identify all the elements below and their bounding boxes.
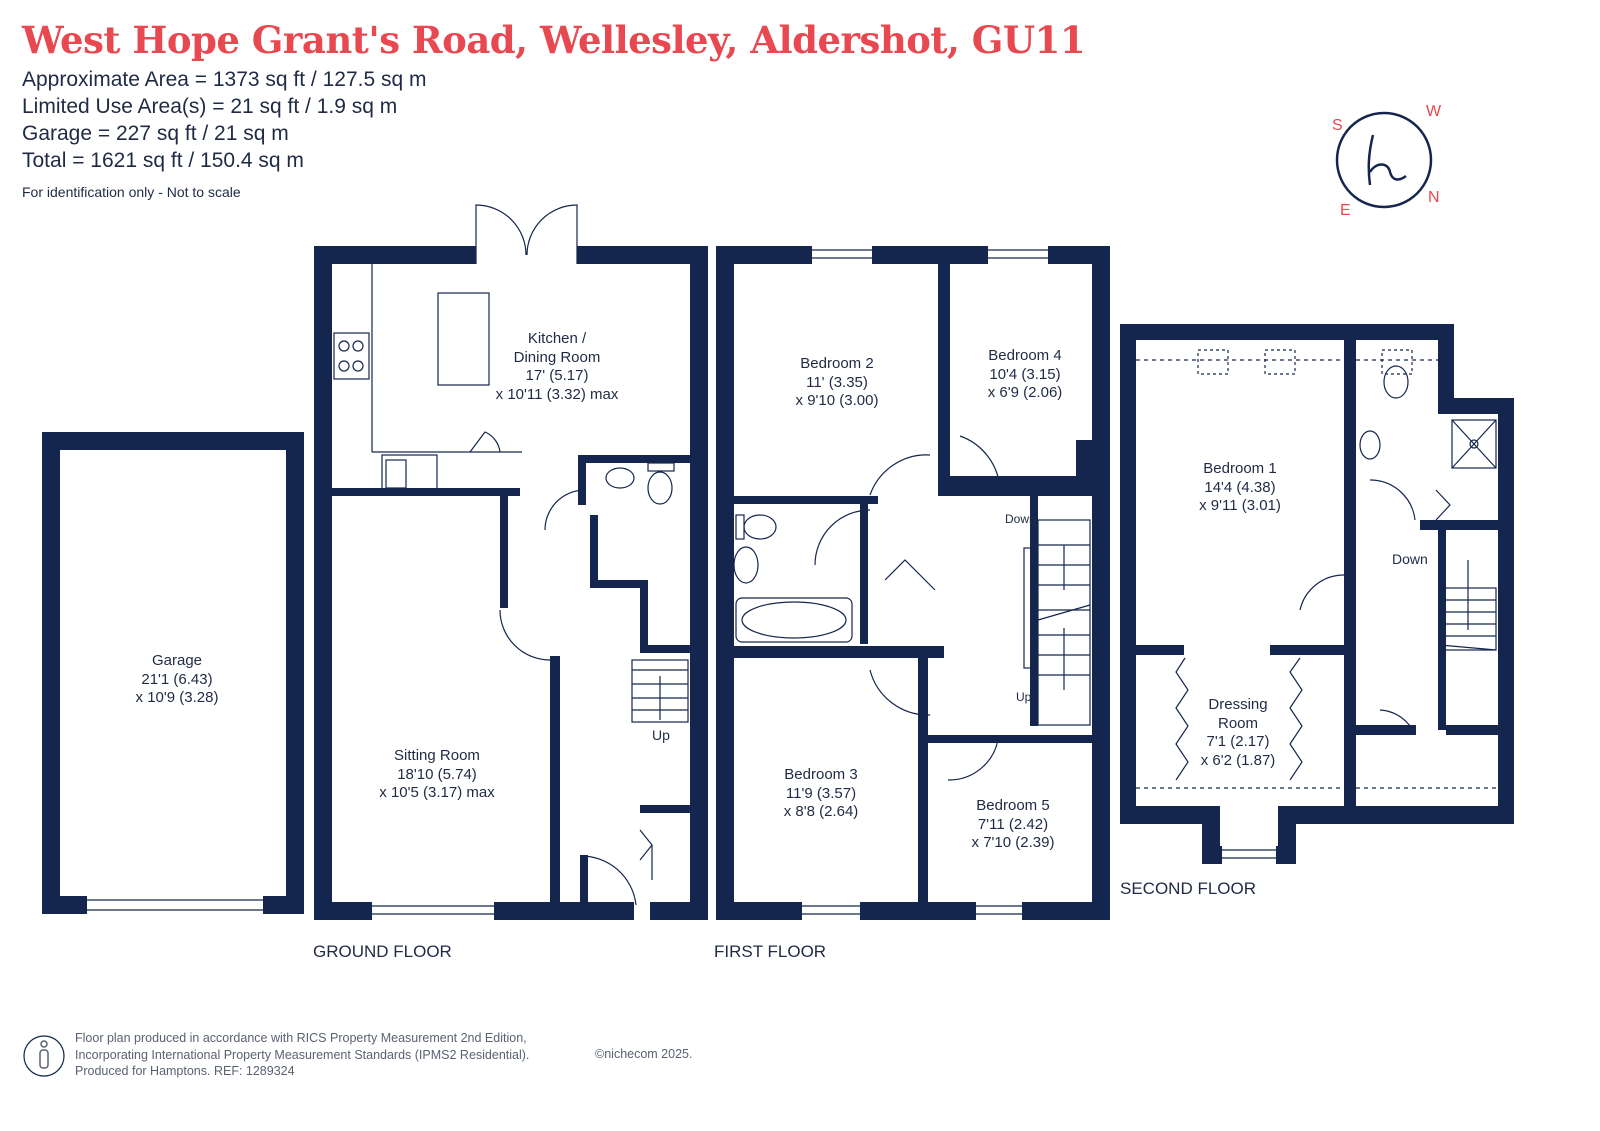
disclaimer: For identification only - Not to scale bbox=[22, 184, 241, 200]
first-stairs-up-label: Up bbox=[1016, 690, 1032, 704]
room-dim: x 10'11 (3.32) max bbox=[495, 385, 619, 403]
room-dim: 21'1 (6.43) bbox=[141, 670, 213, 688]
compass-s: S bbox=[1332, 117, 1343, 134]
footer-line-1: Floor plan produced in accordance with R… bbox=[75, 1031, 527, 1045]
room-name: Bedroom 5 bbox=[976, 797, 1050, 814]
room-dim: x 10'9 (3.28) bbox=[135, 689, 219, 706]
room-name: Bedroom 1 bbox=[1203, 460, 1277, 477]
room-dim: 11' (3.35) bbox=[806, 373, 868, 391]
room-dim: 7'1 (2.17) bbox=[1206, 733, 1270, 750]
ground-stairs-up-label: Up bbox=[652, 727, 670, 743]
area-summary: Approximate Area = 1373 sq ft / 127.5 sq… bbox=[22, 66, 427, 174]
room-name: Bedroom 4 bbox=[988, 347, 1062, 364]
room-name: Dining Room bbox=[513, 348, 601, 366]
garage-area: Garage = 227 sq ft / 21 sq m bbox=[22, 122, 289, 145]
room-dim: 10'4 (3.15) bbox=[989, 365, 1061, 383]
room-dim: 11'9 (3.57) bbox=[785, 784, 857, 802]
room-name: Bedroom 2 bbox=[800, 355, 874, 372]
room-dim: x 9'10 (3.00) bbox=[795, 392, 879, 409]
room-name: Bedroom 3 bbox=[784, 766, 858, 783]
approximate-area: Approximate Area = 1373 sq ft / 127.5 sq… bbox=[22, 68, 427, 91]
room-sitting: Sitting Room 18'10 (5.74) x 10'5 (3.17) … bbox=[379, 747, 494, 803]
total-area: Total = 1621 sq ft / 150.4 sq m bbox=[22, 149, 304, 172]
first-floor-label: FIRST FLOOR bbox=[714, 942, 827, 961]
room-bedroom-3: Bedroom 3 11'9 (3.57) x 8'8 (2.64) bbox=[784, 766, 859, 822]
footer-line-3: Produced for Hamptons. REF: 1289324 bbox=[75, 1064, 295, 1078]
room-dim: x 10'5 (3.17) max bbox=[379, 784, 495, 801]
ground-floor-label: GROUND FLOOR bbox=[313, 942, 452, 961]
room-bedroom-1: Bedroom 1 14'4 (4.38) x 9'11 (3.01) bbox=[1199, 460, 1281, 516]
footer-line-2: Incorporating International Property Mea… bbox=[75, 1047, 530, 1062]
room-bedroom-5: Bedroom 5 7'11 (2.42) x 7'10 (2.39) bbox=[972, 797, 1055, 853]
room-dim: x 6'2 (1.87) bbox=[1200, 751, 1276, 769]
room-dim: 17' (5.17) bbox=[525, 367, 589, 384]
room-dim: 7'11 (2.42) bbox=[977, 815, 1049, 833]
room-bedroom-4: Bedroom 4 10'4 (3.15) x 6'9 (2.06) bbox=[988, 347, 1063, 403]
second-floor-label: SECOND FLOOR bbox=[1120, 879, 1257, 898]
compass-w: W bbox=[1426, 103, 1442, 120]
footer: Floor plan produced in accordance with R… bbox=[75, 1030, 692, 1080]
fixtures bbox=[23, 204, 1498, 1077]
room-bedroom-2: Bedroom 2 11' (3.35) x 9'10 (3.00) bbox=[796, 355, 879, 411]
room-dim: x 8'8 (2.64) bbox=[783, 803, 859, 820]
compass-n: N bbox=[1428, 189, 1440, 206]
second-stairs-down-label: Down bbox=[1392, 551, 1428, 567]
room-name: Sitting Room bbox=[394, 747, 480, 764]
room-dim: 18'10 (5.74) bbox=[397, 765, 477, 783]
walls bbox=[42, 246, 1514, 920]
room-garage: Garage 21'1 (6.43) x 10'9 (3.28) bbox=[136, 652, 219, 708]
room-dim: x 6'9 (2.06) bbox=[987, 384, 1063, 401]
compass-logo-icon: S W N E bbox=[1332, 103, 1442, 219]
room-name: Garage bbox=[151, 652, 203, 669]
room-dim: x 7'10 (2.39) bbox=[971, 834, 1055, 851]
property-title: West Hope Grant's Road, Wellesley, Alder… bbox=[22, 18, 1086, 62]
room-name: Kitchen / bbox=[527, 330, 587, 347]
copyright: ©nichecom 2025. bbox=[595, 1047, 693, 1061]
person-icon bbox=[39, 1040, 49, 1069]
compass-e: E bbox=[1340, 202, 1351, 219]
room-kitchen-dining: Kitchen / Dining Room 17' (5.17) x 10'11… bbox=[496, 330, 619, 404]
room-dressing: Dressing Room 7'1 (2.17) x 6'2 (1.87) bbox=[1201, 696, 1276, 770]
room-dim: x 9'11 (3.01) bbox=[1199, 497, 1281, 514]
room-dim: 14'4 (4.38) bbox=[1204, 478, 1276, 496]
limited-use-area: Limited Use Area(s) = 21 sq ft / 1.9 sq … bbox=[22, 95, 398, 118]
room-name: Room bbox=[1217, 714, 1259, 732]
first-stairs-down-label: Down bbox=[1005, 512, 1036, 526]
room-name: Dressing bbox=[1208, 696, 1268, 713]
